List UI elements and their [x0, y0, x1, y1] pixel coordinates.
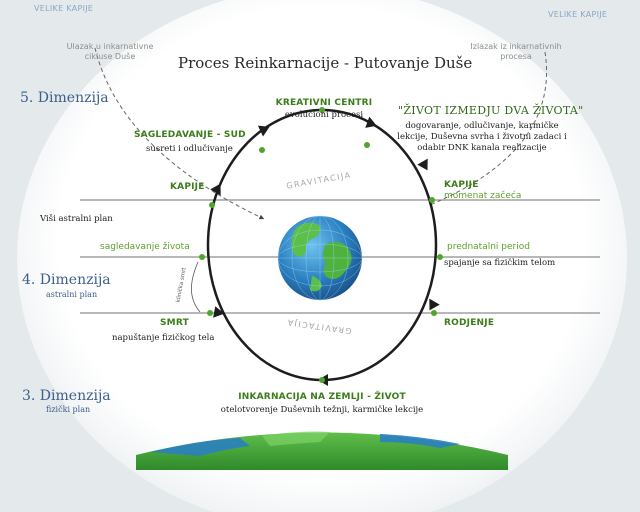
dimension-3-title: 3. Dimenzija [22, 388, 111, 404]
judgement-desc: susreti i odlučivanje [146, 144, 233, 154]
entry-gates-note: Ulazak u inkarnativne cikluse Duše [66, 42, 154, 61]
incarnation-label: INKARNACIJA NA ZEMLJI - ŽIVOT [238, 392, 406, 402]
exit-dashed-arrow [429, 51, 547, 206]
dimension-3-subtitle: fizički plan [46, 405, 91, 414]
life-review-label: sagledavanje života [100, 242, 190, 252]
great-gates-right-label: VELIKE KAPIJE [548, 10, 608, 19]
earth-horizon [136, 431, 508, 470]
exit-gates-note: Izlazak iz inkarnativnih procesa [470, 42, 562, 61]
between-lives-text: dogovaranje, odlučivanje, karmičke lekci… [397, 121, 567, 153]
node-dots [199, 107, 443, 383]
clinical-death-bracket [191, 261, 201, 313]
death-label: SMRT [160, 318, 189, 328]
great-gates-left-label: VELIKE KAPIJE [34, 4, 94, 13]
dimension-4-title: 4. Dimenzija [22, 272, 111, 288]
prenatal-label: prednatalni period [447, 242, 530, 252]
dimension-4-subtitle: astralni plan [46, 290, 98, 299]
creative-centers-label: KREATIVNI CENTRI [275, 98, 373, 108]
gates-left-label: KAPIJE [170, 182, 205, 192]
page-title: Proces Reinkarnacije - Putovanje Duše [178, 54, 473, 72]
judgement-label: SAGLEDAVANJE - SUD [134, 130, 246, 140]
prenatal-desc: spajanje sa fizičkim telom [444, 258, 556, 268]
incarnation-desc: otelotvorenje Duševnih težnji, karmičke … [220, 405, 424, 415]
creative-centers-desc: evolucioni procesi [284, 110, 364, 120]
dimension-5-title: 5. Dimenzija [20, 90, 109, 106]
higher-astral-plane-label: Viši astralni plan [40, 214, 113, 224]
between-lives-title: "ŽIVOT IZMEDJU DVA ŽIVOTA" [398, 104, 584, 117]
gates-right-desc: momenat začeća [444, 191, 522, 201]
gates-right-label: KAPIJE [444, 180, 479, 190]
birth-label: RODJENJE [444, 318, 495, 328]
globe-icon [277, 215, 363, 301]
death-desc: napuštanje fizičkog tela [112, 333, 215, 343]
